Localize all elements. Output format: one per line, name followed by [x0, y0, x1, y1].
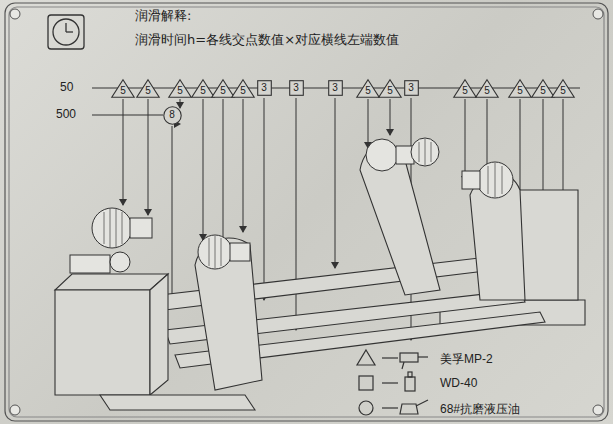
scale-value: 500: [56, 107, 76, 121]
interval-number: 5: [387, 86, 393, 96]
grease-triangle: 5: [191, 79, 215, 98]
grease-triangle: 5: [111, 79, 135, 98]
interval-number: 3: [261, 83, 267, 93]
grease-triangle: 5: [211, 79, 235, 98]
interval-number: 3: [332, 83, 338, 93]
legend-text: 68#抗磨液压油: [440, 401, 520, 418]
interval-number: 5: [220, 86, 226, 96]
grease-triangle: 5: [378, 79, 402, 98]
interval-number: 5: [145, 86, 151, 96]
legend-text: WD-40: [440, 376, 477, 390]
grease-triangle: 5: [356, 79, 380, 98]
interval-number: 3: [408, 83, 414, 93]
interval-number: 5: [462, 86, 468, 96]
interval-number: 5: [177, 86, 183, 96]
grease-triangle: 5: [136, 79, 160, 98]
grease-triangle: 5: [168, 79, 192, 98]
grease-triangle: 5: [551, 79, 575, 98]
interval-number: 5: [365, 86, 371, 96]
scale-value: 50: [60, 80, 73, 94]
grease-triangle: 5: [231, 79, 255, 98]
spray-square: 3: [328, 80, 343, 96]
interval-number: 5: [517, 86, 523, 96]
grease-triangle: 5: [475, 79, 499, 98]
interval-number: 5: [240, 86, 246, 96]
plate-title: 润滑解释:: [135, 7, 191, 25]
interval-number: 5: [200, 86, 206, 96]
interval-number: 5: [484, 86, 490, 96]
spray-square: 3: [257, 80, 272, 96]
interval-number: 8: [169, 110, 175, 120]
legend-text: 美孚MP-2: [440, 351, 493, 368]
spray-square: 3: [289, 80, 304, 96]
oil-circle: 8: [163, 106, 182, 125]
spray-square: 3: [404, 80, 419, 96]
interval-number: 5: [540, 86, 546, 96]
interval-number: 5: [120, 86, 126, 96]
interval-number: 3: [293, 83, 299, 93]
grease-triangle: 5: [508, 79, 532, 98]
grease-triangle: 5: [453, 79, 477, 98]
grease-triangle: 5: [531, 79, 555, 98]
formula-note: 润滑时间h=各线交点数值×对应横线左端数值: [135, 31, 399, 49]
interval-number: 5: [560, 86, 566, 96]
